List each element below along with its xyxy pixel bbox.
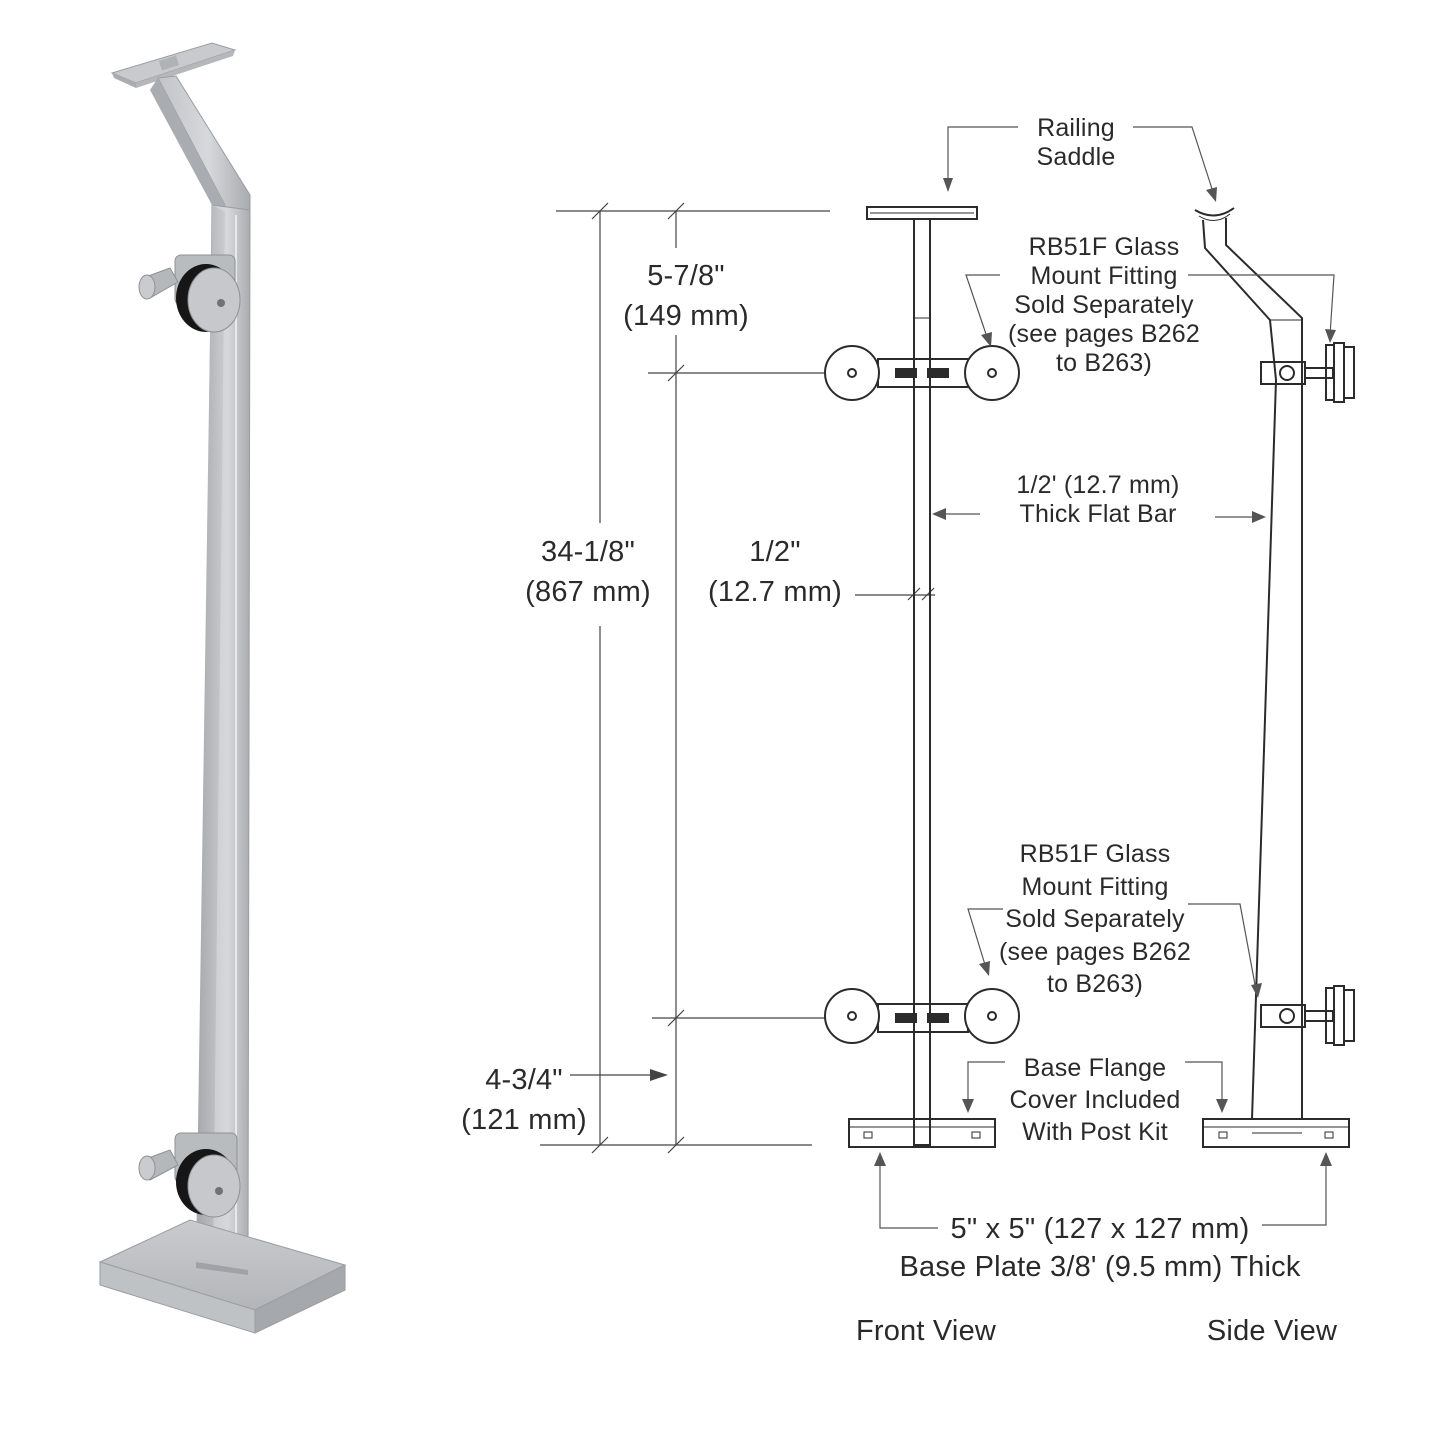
top-fitting-render <box>138 254 241 333</box>
bottom-offset-dimension: 4-3/4" (121 mm) <box>461 1064 587 1136</box>
bar-thickness-dimension: 1/2" (12.7 mm) <box>708 536 842 608</box>
base-plate-render <box>98 1219 347 1334</box>
bottom-fitting-render <box>138 1132 241 1218</box>
base-flange-label: Base Flange Cover Included With Post Kit <box>1009 1054 1181 1146</box>
side-view-caption: Side View <box>1206 1315 1338 1347</box>
bar-render <box>196 204 251 1268</box>
top-offset-dimension: 5-7/8" (149 mm) <box>623 260 749 332</box>
base-plate-label: 5" x 5" (127 x 127 mm) Base Plate 3/8' (… <box>899 1213 1301 1283</box>
glass-fitting-top-label: RB51F Glass Mount Fitting Sold Separatel… <box>1007 233 1201 377</box>
side-view-drawing <box>1194 207 1355 1148</box>
glass-fitting-bottom-label: RB51F Glass Mount Fitting Sold Separatel… <box>998 840 1192 998</box>
leader-lines <box>874 126 1336 1229</box>
dimension-lines <box>540 202 935 1154</box>
railing-saddle-label: Railing Saddle <box>1036 114 1116 171</box>
front-view-caption: Front View <box>855 1315 997 1347</box>
front-view-drawing <box>824 206 1020 1148</box>
flat-bar-label: 1/2' (12.7 mm) Thick Flat Bar <box>1016 471 1180 528</box>
overall-height-dimension: 34-1/8" (867 mm) <box>525 536 651 608</box>
